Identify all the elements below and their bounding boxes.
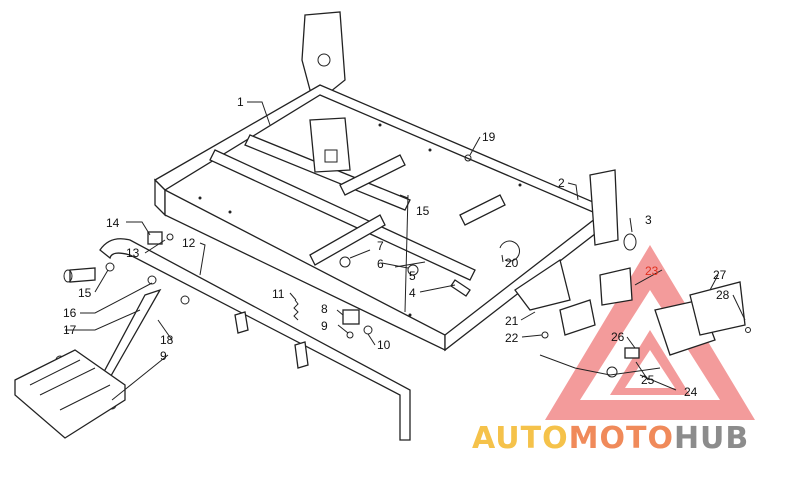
label-part-21: 21 (505, 314, 519, 328)
label-part-3: 3 (645, 213, 652, 227)
label-part-27: 27 (713, 268, 727, 282)
label-part-17: 17 (63, 323, 77, 337)
watermark-part-3: HUB (674, 421, 749, 456)
label-part-7: 7 (377, 239, 384, 253)
label-part-13: 13 (126, 246, 140, 260)
label-part-4: 4 (409, 286, 416, 300)
svg-text:AUTOMOTOHUB: AUTOMOTOHUB (472, 421, 749, 456)
right-assembly (539, 233, 751, 378)
part-labels: 1 2 3 4 5 6 7 8 9 9 10 11 12 13 14 15 15… (63, 95, 730, 399)
watermark-logo (545, 245, 755, 420)
label-part-25: 25 (641, 373, 655, 387)
label-part-26: 26 (611, 330, 625, 344)
label-part-11: 11 (272, 287, 285, 301)
label-part-9-center: 9 (321, 319, 328, 333)
label-part-9-left: 9 (160, 349, 167, 363)
leader-lines (65, 101, 746, 401)
label-part-18: 18 (160, 333, 174, 347)
watermark-part-1: AUTO (472, 421, 569, 456)
watermark-text: AUTOMOTOHUB (472, 421, 749, 456)
label-part-14: 14 (106, 216, 120, 230)
label-part-16: 16 (63, 306, 77, 320)
label-part-5: 5 (409, 269, 416, 283)
label-part-20: 20 (505, 256, 519, 270)
label-part-22: 22 (505, 331, 519, 345)
label-part-2: 2 (558, 176, 565, 190)
label-part-6: 6 (377, 257, 384, 271)
label-part-28: 28 (716, 288, 730, 302)
label-part-19: 19 (482, 130, 496, 144)
label-part-23: 23 (645, 264, 659, 278)
label-part-1: 1 (237, 95, 244, 109)
label-part-10: 10 (377, 338, 391, 352)
label-part-15-center: 15 (416, 204, 430, 218)
label-part-24: 24 (684, 385, 698, 399)
main-frame (153, 11, 619, 352)
label-part-15-left: 15 (78, 286, 92, 300)
left-assembly (14, 154, 521, 441)
watermark-part-2: MOTO (569, 421, 674, 456)
label-part-12: 12 (182, 236, 196, 250)
label-part-8: 8 (321, 302, 328, 316)
